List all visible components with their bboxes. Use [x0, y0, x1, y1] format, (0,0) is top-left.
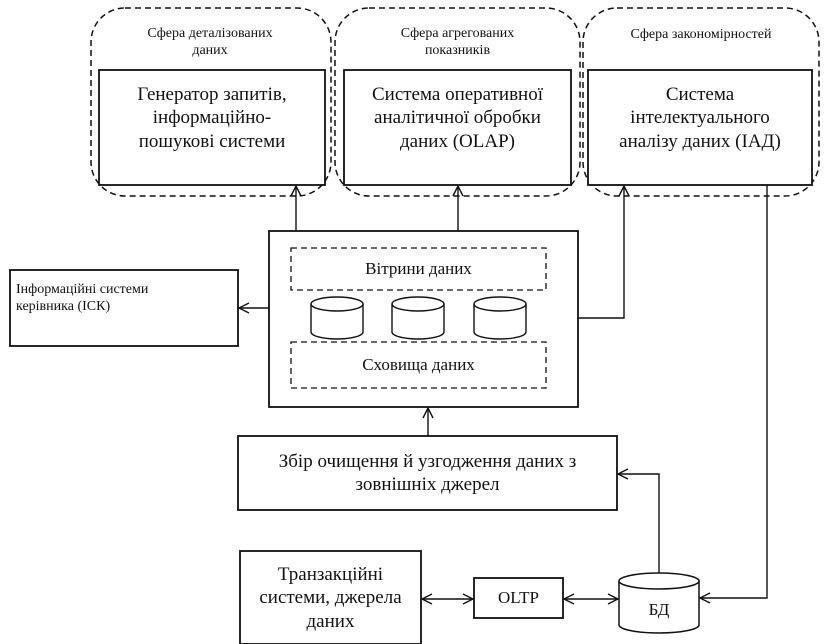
sphere-detailed-region — [90, 7, 332, 197]
isk-label: Інформаційні системи керівника (ІСК) — [16, 281, 149, 314]
db-cylinder — [618, 572, 700, 634]
collection-label: Збір очищення й узгодження даних з зовні… — [278, 450, 577, 495]
arrow-to-iad — [578, 186, 624, 319]
arrow-db-to-collection — [618, 474, 660, 573]
data-warehouse-label: Сховища даних — [362, 354, 475, 374]
query-generator-label: Генератор запитів, інформаційно- пошуков… — [137, 84, 287, 152]
iad-label: Система інтелектуального аналізу даних (… — [619, 84, 781, 152]
transactional-box — [239, 550, 422, 644]
olap-label: Система оперативної аналітичної обробки … — [371, 84, 544, 152]
iad-box — [587, 69, 813, 186]
data-marts-box — [290, 247, 547, 291]
db-label: БД — [648, 599, 670, 619]
transactional-label: Транзакційні системи, джерела даних — [259, 564, 402, 632]
sphere-patterns-label: Сфера закономірностей — [630, 27, 772, 43]
sphere-aggregated-label: Сфера агрегованих показників — [400, 25, 515, 58]
oltp-box — [473, 577, 564, 619]
data-marts-label: Вітрини даних — [365, 258, 472, 278]
sphere-detailed-label: Сфера деталізованих даних — [147, 25, 273, 58]
sphere-patterns-region — [582, 7, 820, 197]
database-cylinder-3 — [473, 296, 527, 340]
query-generator-box — [98, 69, 326, 186]
isk-box — [9, 269, 239, 347]
database-cylinder-1 — [310, 296, 364, 340]
olap-box — [343, 69, 572, 186]
database-cylinder-2 — [391, 296, 445, 340]
oltp-label: OLTP — [498, 587, 539, 607]
arrow-iad-to-db — [700, 185, 768, 598]
